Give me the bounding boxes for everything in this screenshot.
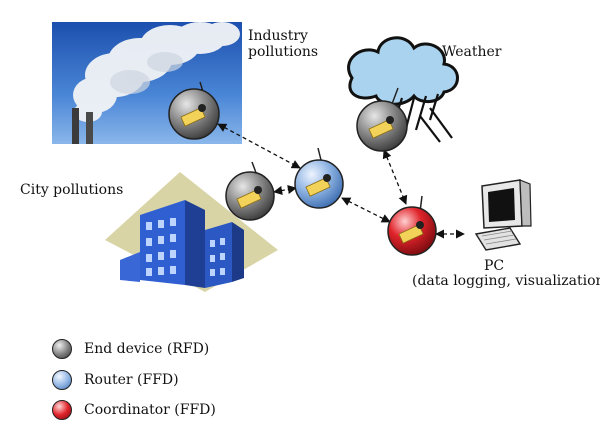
- end-device-swatch-icon: [52, 339, 72, 359]
- link-industry-router: [217, 123, 301, 169]
- legend-item-coordinator: Coordinator (FFD): [52, 399, 216, 421]
- link-weather-coordinator: [382, 149, 408, 205]
- legend-label: Router (FFD): [84, 372, 179, 388]
- node-industry-end-device: [168, 81, 220, 140]
- pc-label-line1: PC: [484, 258, 505, 274]
- industry-pollution-image: [52, 22, 242, 144]
- legend-label: Coordinator (FFD): [84, 402, 216, 418]
- node-weather-end-device: [356, 87, 408, 152]
- router-swatch-icon: [52, 370, 72, 390]
- weather-label: Weather: [442, 44, 502, 60]
- link-city-router: [273, 184, 297, 196]
- network-links: [217, 123, 465, 239]
- city-pollution-image: [105, 172, 278, 292]
- coordinator-swatch-icon: [52, 400, 72, 420]
- legend-label: End device (RFD): [84, 341, 210, 357]
- industry-label-line1: Industry: [248, 28, 308, 44]
- legend-item-router: Router (FFD): [52, 369, 179, 391]
- link-router-coordinator: [341, 197, 391, 223]
- node-coordinator: [387, 195, 437, 256]
- pc-icon: [474, 179, 532, 251]
- industry-label-line2: pollutions: [248, 44, 319, 60]
- city-label: City pollutions: [20, 182, 124, 198]
- pc-label-line2: (data logging, visualization): [412, 273, 600, 289]
- node-city-end-device: [225, 161, 275, 221]
- node-router: [294, 147, 344, 209]
- legend-item-end-device: End device (RFD): [52, 338, 209, 360]
